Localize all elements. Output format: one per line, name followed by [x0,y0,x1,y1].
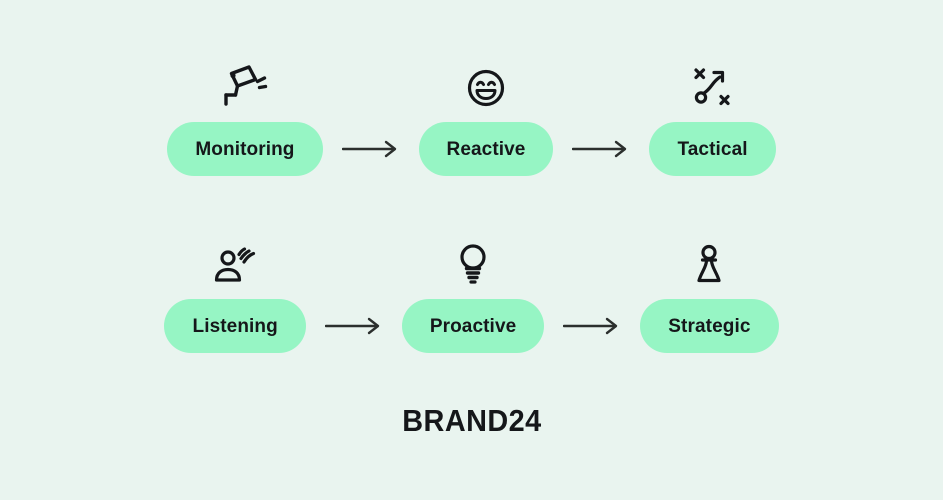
stage-pill-monitoring[interactable]: Monitoring [167,122,323,176]
stage-label: Reactive [446,138,526,160]
arrow-right-icon-1 [323,122,419,176]
diagram-rows: Monitoring [0,62,943,353]
smiley-face-icon [466,62,506,108]
stage-label: Tactical [677,138,748,160]
arrow-right-icon-3 [306,299,402,353]
stage-monitoring[interactable]: Monitoring [167,62,323,176]
stage-pill-listening[interactable]: Listening [164,299,306,353]
stage-label: Proactive [429,315,517,337]
brand-logo-wordmark: BRAND24 [401,403,542,438]
stage-pill-reactive[interactable]: Reactive [418,122,554,176]
stage-pill-strategic[interactable]: Strategic [640,299,779,353]
lightbulb-icon [457,239,489,285]
chess-pawn-icon [693,239,725,285]
evolution-row-bottom: Listening [164,239,779,353]
stage-listening[interactable]: Listening [164,239,306,353]
stage-pill-proactive[interactable]: Proactive [401,299,545,353]
stage-label: Monitoring [195,138,295,160]
arrow-right-icon-4 [544,299,640,353]
stage-proactive[interactable]: Proactive [401,239,545,353]
cctv-camera-icon [222,62,268,108]
stage-reactive[interactable]: Reactive [418,62,554,176]
arrow-right-icon-2 [553,122,649,176]
stage-label: Listening [192,315,278,337]
stage-strategic[interactable]: Strategic [640,239,779,353]
stage-pill-tactical[interactable]: Tactical [649,122,776,176]
evolution-row-top: Monitoring [167,62,776,176]
stage-label: Strategic [668,315,751,337]
tactics-play-icon [692,62,734,108]
person-listening-icon [213,239,257,285]
stage-tactical[interactable]: Tactical [649,62,776,176]
